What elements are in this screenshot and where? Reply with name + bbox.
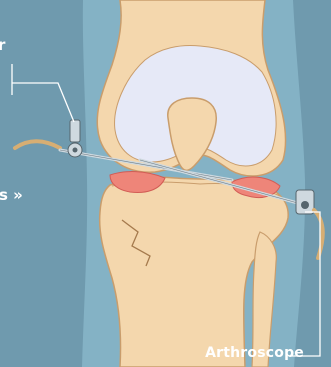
arthroscope-label: Arthroscope — [205, 345, 304, 361]
cropped-label-top-left: r — [0, 36, 5, 54]
cropped-label-middle-left: s » — [0, 186, 23, 204]
